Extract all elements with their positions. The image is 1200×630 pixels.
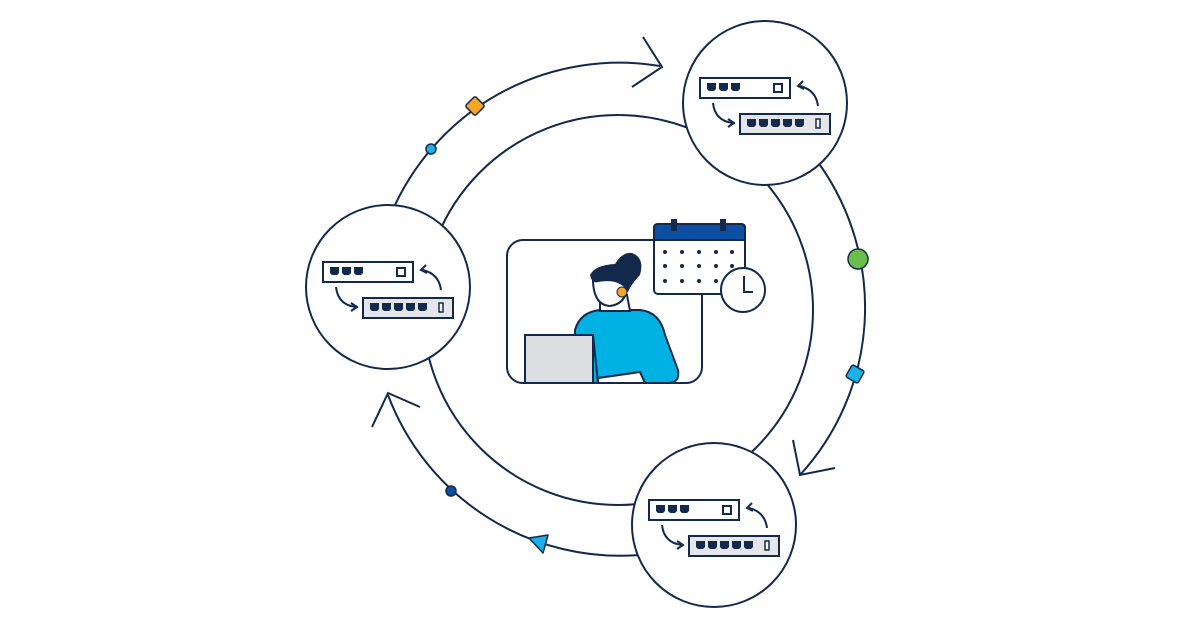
cyan-triangle-marker — [528, 534, 549, 554]
arc-bottom-left — [387, 394, 641, 557]
switch-circle-top-right — [682, 20, 848, 186]
arrow-head-left — [371, 391, 421, 428]
arc-top-left — [394, 61, 661, 206]
laptop-icon — [524, 334, 594, 384]
green-dot-marker — [847, 248, 869, 270]
switch-circle-left — [305, 204, 471, 370]
person-hair — [590, 252, 642, 292]
person-body-sweater — [574, 309, 680, 384]
arrow-head-right — [792, 439, 836, 477]
navy-dot-marker — [445, 485, 457, 497]
headset-icon — [616, 286, 628, 298]
switch-circle-bottom — [631, 442, 797, 608]
orange-diamond-marker — [465, 96, 485, 116]
arc-right — [799, 164, 867, 476]
cyan-diamond-marker — [845, 364, 865, 384]
markers — [425, 96, 869, 554]
cyan-dot-marker — [425, 143, 437, 155]
arrow-head-top — [631, 36, 664, 88]
calendar-icon — [653, 219, 746, 295]
cycle-arrows — [371, 36, 867, 557]
clock-icon — [720, 267, 766, 313]
